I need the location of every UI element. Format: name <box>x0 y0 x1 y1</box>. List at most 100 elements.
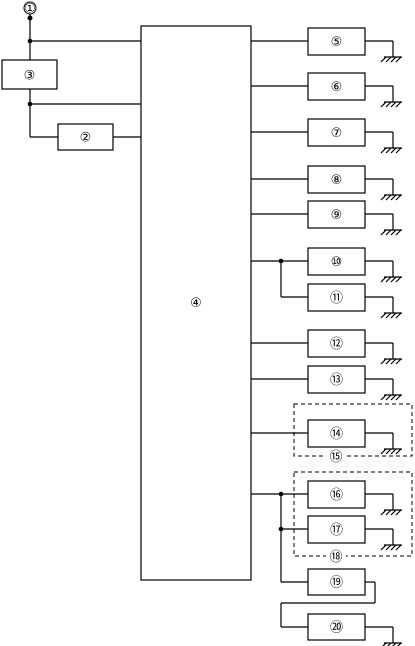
ground-hatch <box>395 544 402 551</box>
ground-hatch <box>395 509 402 516</box>
label-6: ⑥ <box>331 80 343 95</box>
ground-hatch <box>390 147 397 154</box>
ground-hatch <box>390 509 397 516</box>
block-16: ⑯ <box>307 480 366 509</box>
ground-hatch <box>390 544 397 551</box>
ground-hatch <box>395 276 402 283</box>
ground-hatch <box>385 276 392 283</box>
block-20: ⑳ <box>307 613 366 641</box>
ground-hatch <box>390 56 397 63</box>
ground-hatch <box>380 394 387 401</box>
ground-icon-block-14 <box>365 432 402 455</box>
label-15: ⑮ <box>329 450 342 465</box>
block-17: ⑰ <box>307 515 366 544</box>
label-2: ② <box>80 131 92 146</box>
block-13: ⑬ <box>307 365 366 394</box>
block-9: ⑨ <box>307 200 366 229</box>
ground-icon-block-5 <box>365 40 402 63</box>
label-8: ⑧ <box>331 173 343 188</box>
group-15-outline <box>293 403 413 457</box>
supply-wiring <box>27 18 141 138</box>
label-4: ④ <box>190 296 202 311</box>
ground-icon-block-9 <box>365 213 402 236</box>
group-18-label: ⑱ <box>326 549 346 565</box>
ground-hatch <box>385 229 392 236</box>
block-8: ⑧ <box>307 165 366 194</box>
block-11: ⑪ <box>307 283 366 312</box>
label-5: ⑤ <box>331 35 343 50</box>
ground-hatch <box>395 448 402 455</box>
ground-hatch <box>395 194 402 201</box>
ground-hatch <box>380 312 387 319</box>
label-10: ⑩ <box>331 255 343 270</box>
label-17: ⑰ <box>330 523 343 538</box>
ground-hatch <box>395 101 402 108</box>
ground-icon-block-17 <box>365 528 402 551</box>
ground-hatch <box>390 276 397 283</box>
label-11: ⑪ <box>330 291 343 306</box>
ground-hatch <box>395 358 402 365</box>
ground-hatch <box>395 312 402 319</box>
label-19: ⑲ <box>330 576 343 591</box>
ground-hatch <box>380 358 387 365</box>
block-19: ⑲ <box>307 568 366 596</box>
block-7: ⑦ <box>307 118 366 147</box>
ground-icon-block-10 <box>365 260 402 283</box>
ground-hatch <box>380 544 387 551</box>
ground-hatch <box>385 312 392 319</box>
label-12: ⑫ <box>330 337 343 352</box>
block-2: ② <box>57 123 114 151</box>
ground-icon-block-6 <box>365 85 402 108</box>
label-18: ⑱ <box>329 550 342 565</box>
ground-icon-block-12 <box>365 342 402 365</box>
label-9: ⑨ <box>331 208 343 223</box>
ground-icon-block-8 <box>365 178 402 201</box>
ground-hatch <box>385 509 392 516</box>
ground-hatch <box>385 194 392 201</box>
ground-hatch <box>390 229 397 236</box>
ground-hatch <box>380 101 387 108</box>
ground-hatch <box>380 56 387 63</box>
ground-icon-block-13 <box>365 378 402 401</box>
ground-hatch <box>395 147 402 154</box>
label-7: ⑦ <box>331 126 343 141</box>
label-20: ⑳ <box>330 621 343 636</box>
ground-hatch <box>385 448 392 455</box>
power-source-terminal: ① <box>23 1 37 21</box>
label-13: ⑬ <box>330 373 343 388</box>
ground-hatch <box>395 394 402 401</box>
label-14: ⑭ <box>330 427 343 442</box>
ground-hatch <box>385 394 392 401</box>
ground-hatch <box>380 194 387 201</box>
ground-hatch <box>385 101 392 108</box>
ground-hatch <box>385 544 392 551</box>
block-12: ⑫ <box>307 329 366 358</box>
label-16: ⑯ <box>330 488 343 503</box>
ground-hatch <box>390 312 397 319</box>
ground-hatch <box>390 194 397 201</box>
ground-icon-block-7 <box>365 131 402 154</box>
group-18-outline <box>293 471 413 557</box>
block-3: ③ <box>1 59 58 90</box>
ground-hatch <box>380 448 387 455</box>
ground-hatch <box>390 394 397 401</box>
ground-icon-block-16 <box>365 493 402 516</box>
block-10: ⑩ <box>307 247 366 276</box>
ground-hatch <box>385 147 392 154</box>
block-14: ⑭ <box>307 419 366 448</box>
ground-hatch <box>385 56 392 63</box>
ground-hatch <box>380 509 387 516</box>
ground-hatch <box>380 147 387 154</box>
ground-hatch <box>390 101 397 108</box>
ground-hatch <box>390 448 397 455</box>
ground-hatch <box>385 358 392 365</box>
ground-hatch <box>395 56 402 63</box>
ground-hatch <box>380 276 387 283</box>
label-3: ③ <box>24 69 36 84</box>
ground-hatch <box>395 229 402 236</box>
ground-hatch <box>380 229 387 236</box>
label-1: ① <box>24 2 36 17</box>
ground-icon-block-20 <box>365 626 402 646</box>
group-15-label: ⑮ <box>326 449 346 465</box>
